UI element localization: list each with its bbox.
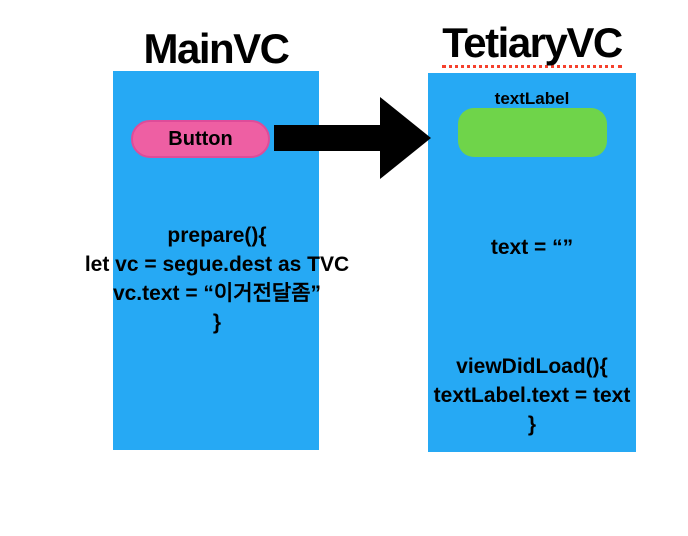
code-line: let vc = segue.dest as TVC <box>84 253 350 276</box>
tetiaryvc-title: TetiaryVC <box>418 22 646 68</box>
code-line: viewDidLoad(){ <box>456 355 608 378</box>
tetiaryvc-text-property: text = “” <box>490 236 574 259</box>
button-label: Button <box>168 127 233 150</box>
mainvc-code: prepare(){ let vc = segue.dest as TVC vc… <box>85 221 349 337</box>
textlabel-view <box>458 108 607 157</box>
button[interactable]: Button <box>131 120 270 158</box>
tetiaryvc-code: viewDidLoad(){ textLabel.text = text } <box>434 352 631 439</box>
code-line: vc.text = “이거전달좀” <box>112 282 322 305</box>
mainvc-title: MainVC <box>143 25 290 72</box>
code-line: } <box>527 413 537 436</box>
textlabel-caption: textLabel <box>494 89 570 108</box>
tetiaryvc-title-text: TetiaryVC <box>442 19 623 68</box>
segue-arrow-icon <box>274 97 431 179</box>
code-line: textLabel.text = text <box>433 384 631 407</box>
code-line: } <box>212 311 222 334</box>
code-line: prepare(){ <box>167 224 267 247</box>
